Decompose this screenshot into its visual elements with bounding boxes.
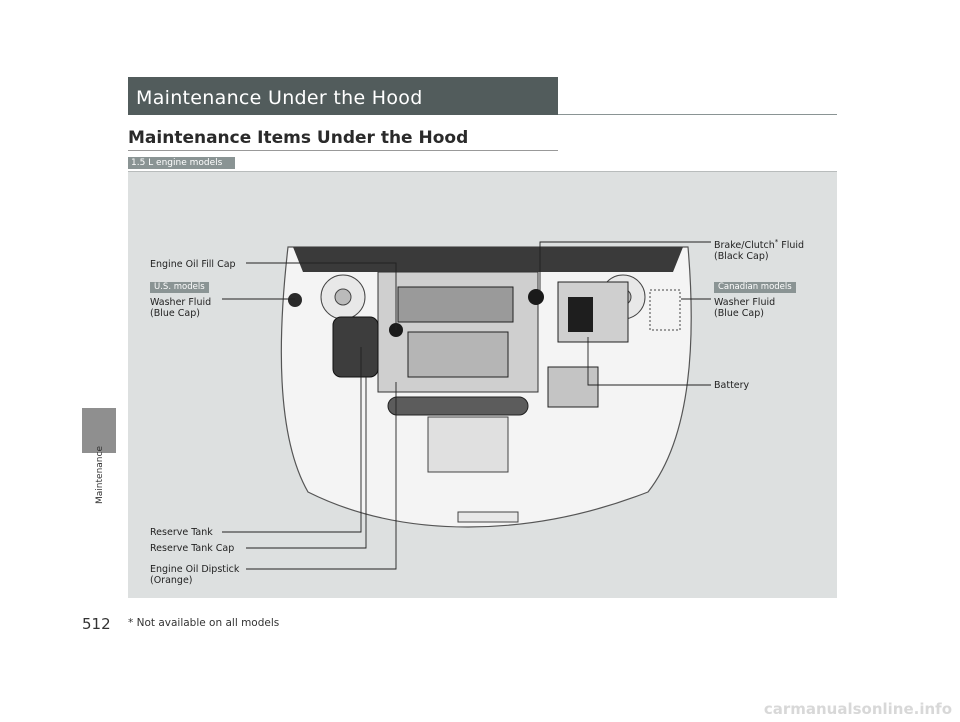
label-battery: Battery <box>714 380 750 391</box>
engine-bay-figure: Engine Oil Fill Cap U.S. models Washer F… <box>128 171 837 598</box>
label-engine-oil-fill-cap: Engine Oil Fill Cap <box>150 259 236 270</box>
label-reserve-tank-cap: Reserve Tank Cap <box>150 543 235 554</box>
watermark: carmanualsonline.info <box>763 700 952 718</box>
page-number: 512 <box>82 615 111 633</box>
label-brake-clutch-fluid: Brake/Clutch* Fluid (Black Cap) <box>714 238 805 263</box>
chapter-tab <box>82 408 116 453</box>
label-reserve-tank: Reserve Tank <box>150 527 213 538</box>
section-title: Maintenance Items Under the Hood <box>128 128 469 148</box>
footnote: * Not available on all models <box>128 617 280 629</box>
label-washer-fluid-left: Washer Fluid (Blue Cap) <box>150 297 212 319</box>
page-header: Maintenance Under the Hood <box>128 77 558 115</box>
page-title: Maintenance Under the Hood <box>136 87 423 109</box>
chapter-side-label: Maintenance <box>95 446 105 504</box>
canadian-models-tag: Canadian models <box>714 282 796 293</box>
engine-model-tag: 1.5 L engine models <box>128 157 235 169</box>
us-models-tag: U.S. models <box>150 282 209 293</box>
section-divider <box>128 150 558 151</box>
engine-bay-illustration <box>222 241 711 570</box>
label-engine-oil-dipstick: Engine Oil Dipstick (Orange) <box>150 564 240 586</box>
label-washer-fluid-right: Washer Fluid (Blue Cap) <box>714 297 776 319</box>
header-divider <box>558 114 837 115</box>
